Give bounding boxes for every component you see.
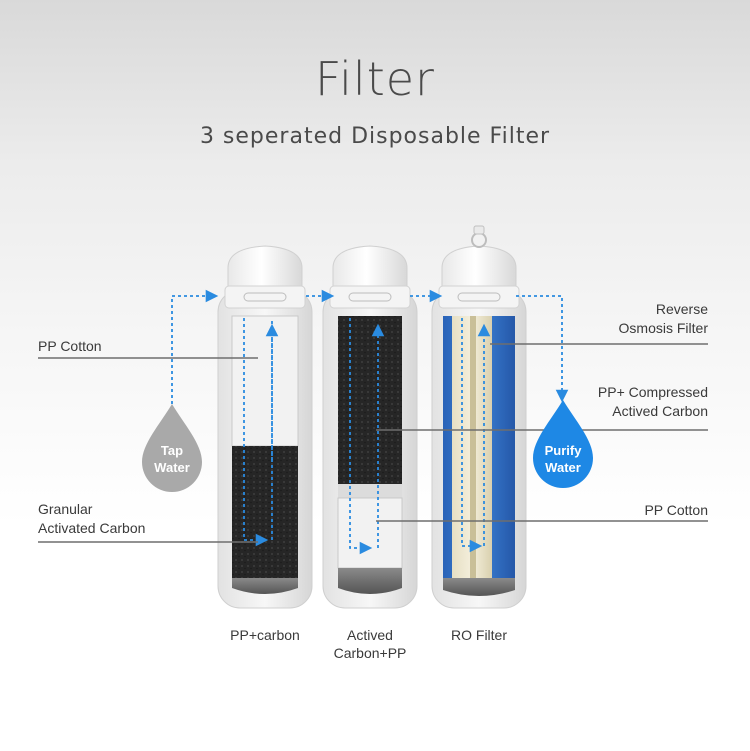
caption-filter-1: PP+carbon bbox=[230, 627, 300, 643]
flow-arrow-icon bbox=[243, 318, 269, 547]
tap-water-label: Tap Water bbox=[142, 442, 202, 476]
label-pp-cotton-left: PP Cotton bbox=[38, 338, 102, 354]
purify-water-drop-icon bbox=[533, 400, 593, 488]
label-granular-carbon: Granular Activated Carbon bbox=[38, 500, 145, 538]
granular-line-2: Activated Carbon bbox=[38, 520, 146, 536]
compressed-line-1: PP+ Compressed bbox=[597, 384, 708, 400]
label-compressed-carbon: PP+ Compressed Actived Carbon bbox=[598, 383, 708, 421]
caption-filter-3: RO Filter bbox=[451, 627, 507, 643]
leader-lines bbox=[38, 343, 708, 543]
filter-cartridge-1 bbox=[217, 245, 313, 609]
caption-filter-2-line-1: Actived bbox=[347, 627, 393, 643]
purify-line-2: Water bbox=[545, 460, 581, 475]
tap-line-2: Water bbox=[154, 460, 190, 475]
caption-filter-2: Actived Carbon+PP bbox=[320, 626, 420, 662]
tap-line-1: Tap bbox=[160, 443, 184, 458]
reverse-line-1: Reverse bbox=[655, 301, 708, 317]
flow-arrow-icon bbox=[171, 289, 219, 410]
flow-arrows bbox=[171, 289, 569, 555]
reverse-line-2: Osmosis Filter bbox=[618, 320, 708, 336]
page-subtitle: 3 seperated Disposable Filter bbox=[199, 124, 551, 149]
compressed-line-2: Actived Carbon bbox=[612, 403, 708, 419]
caption-filter-2-line-2: Carbon+PP bbox=[333, 645, 407, 661]
flow-arrow-icon bbox=[349, 318, 373, 555]
label-pp-cotton-right: PP Cotton bbox=[644, 502, 708, 518]
purify-water-label: Purify Water bbox=[533, 442, 593, 476]
flow-arrow-icon bbox=[461, 318, 483, 553]
filter-cartridge-3 bbox=[431, 225, 527, 609]
filter-cartridge-2 bbox=[322, 245, 418, 609]
tap-water-drop-icon bbox=[142, 404, 202, 492]
page-title: Filter bbox=[315, 52, 435, 106]
label-reverse-osmosis: Reverse Osmosis Filter bbox=[619, 300, 708, 338]
purify-line-1: Purify bbox=[544, 443, 582, 458]
granular-line-1: Granular bbox=[38, 501, 93, 517]
